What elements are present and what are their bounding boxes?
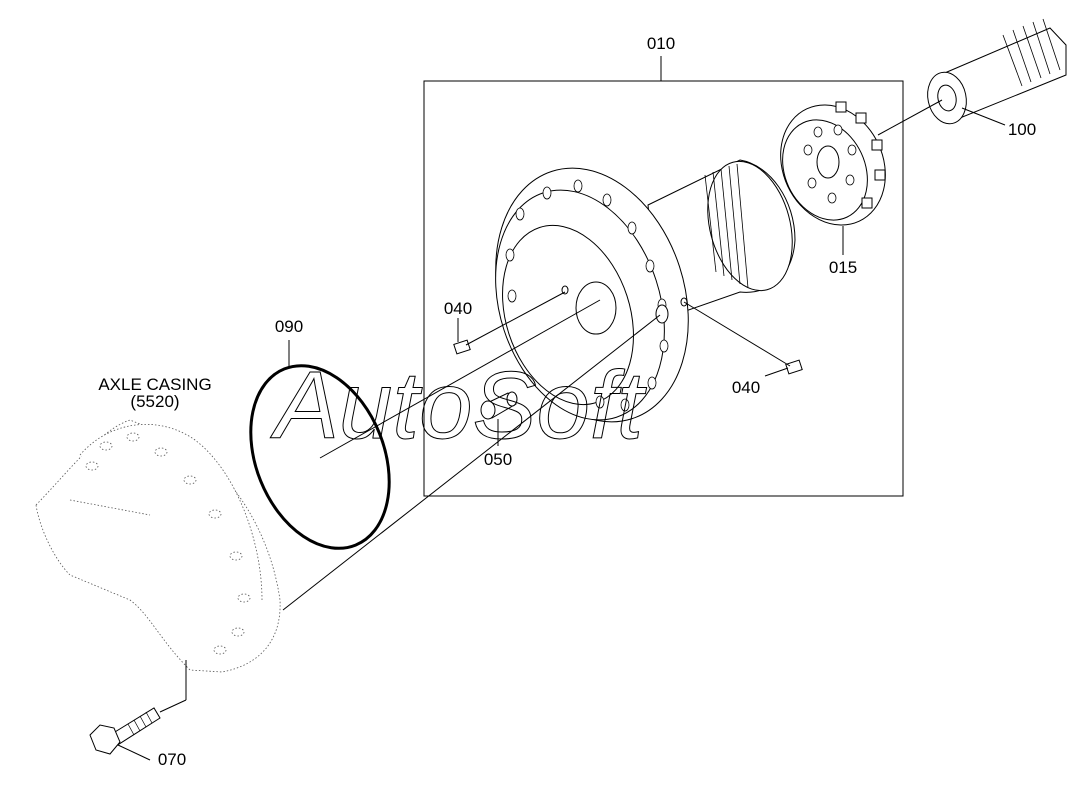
center-line-main xyxy=(319,299,601,459)
center-line-upper xyxy=(877,99,943,136)
label-010: 010 xyxy=(647,34,675,53)
assembly-010-frame xyxy=(423,80,904,497)
stud-040-left-drawing xyxy=(453,339,471,355)
plate-015-drawing xyxy=(780,101,886,226)
center-line-stud-right xyxy=(683,301,791,367)
leader-040-right xyxy=(764,367,789,377)
bolt-070-drawing xyxy=(89,707,161,755)
stud-040-right-drawing xyxy=(785,359,803,375)
watermark-text: AutoSoft xyxy=(270,352,647,459)
center-line-bolt-2 xyxy=(159,699,187,713)
axle-casing-drawing xyxy=(35,419,281,673)
label-axle-casing: AXLE CASING xyxy=(98,375,211,394)
leader-100 xyxy=(961,107,1006,126)
label-axle-casing-ref: (5520) xyxy=(130,392,179,411)
label-015: 015 xyxy=(829,258,857,277)
label-040-left: 040 xyxy=(444,299,472,318)
center-line-stud xyxy=(465,291,566,346)
label-090: 090 xyxy=(275,317,303,336)
label-040-right: 040 xyxy=(732,378,760,397)
leader-070 xyxy=(117,744,151,761)
label-050: 050 xyxy=(484,450,512,469)
hub-010-drawing xyxy=(495,159,796,423)
label-100: 100 xyxy=(1008,120,1036,139)
shaft-100-drawing xyxy=(927,18,1067,125)
center-line-lower xyxy=(282,314,661,611)
plug-050-drawing xyxy=(480,391,518,420)
label-070: 070 xyxy=(158,750,186,769)
o-ring-090 xyxy=(249,364,391,550)
